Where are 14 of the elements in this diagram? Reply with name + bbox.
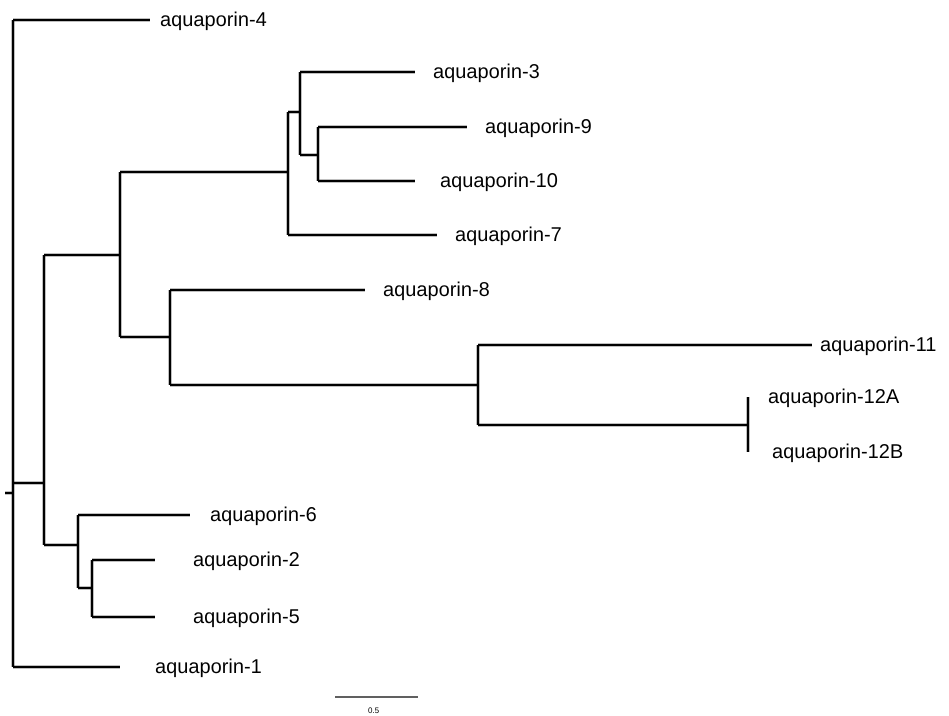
leaf-label: aquaporin-3 bbox=[433, 59, 540, 85]
leaf-label: aquaporin-4 bbox=[160, 7, 267, 33]
leaf-label: aquaporin-6 bbox=[210, 502, 317, 528]
leaf-label: aquaporin-9 bbox=[485, 114, 592, 140]
leaf-label: aquaporin-5 bbox=[193, 604, 300, 630]
leaf-label: aquaporin-2 bbox=[193, 547, 300, 573]
scale-value: 0.5 bbox=[368, 706, 380, 715]
leaf-label: aquaporin-7 bbox=[455, 222, 562, 248]
leaf-label: aquaporin-8 bbox=[383, 277, 490, 303]
leaf-label: aquaporin-12B bbox=[772, 439, 904, 465]
leaf-label: aquaporin-10 bbox=[440, 168, 558, 194]
leaf-label: aquaporin-11 bbox=[820, 332, 936, 358]
leaf-label: aquaporin-12A bbox=[768, 384, 900, 410]
leaf-label: aquaporin-1 bbox=[155, 654, 262, 680]
